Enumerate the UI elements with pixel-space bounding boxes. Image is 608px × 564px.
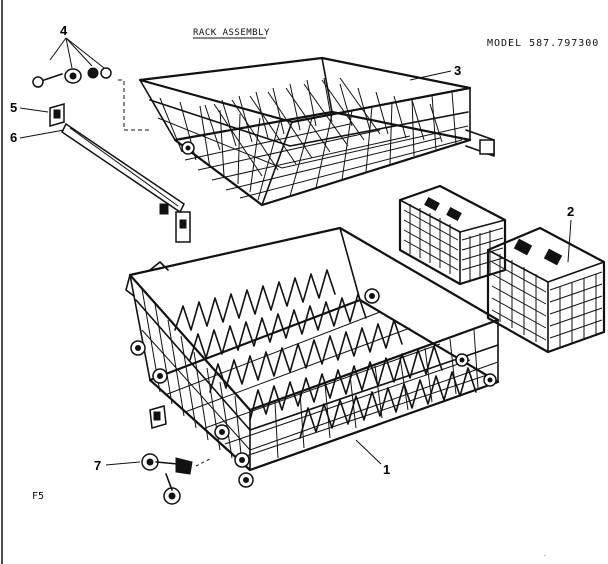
callout-7: 7: [94, 458, 141, 473]
adjuster-hardware: [32, 67, 191, 243]
svg-text:1: 1: [383, 462, 390, 477]
diagram-title: RACK ASSEMBLY: [193, 28, 270, 38]
svg-text:6: 6: [10, 130, 17, 145]
lower-rack-wheels: [130, 288, 497, 488]
callout-5: 5: [10, 100, 49, 115]
silverware-basket: [398, 184, 606, 354]
page-code: F5: [32, 491, 44, 502]
lower-rack: [125, 226, 500, 488]
callout-4: 4: [49, 23, 105, 69]
wheel-assembly: [141, 405, 213, 505]
svg-text:4: 4: [60, 23, 68, 38]
model-number: MODEL 587.797300: [487, 38, 599, 49]
svg-text:5: 5: [10, 100, 17, 115]
callout-2: 2: [567, 204, 574, 263]
callout-6: 6: [10, 129, 65, 145]
svg-text:2: 2: [567, 204, 574, 219]
callout-3: 3: [409, 63, 461, 81]
svg-text:7: 7: [94, 458, 101, 473]
corner-mark: ·: [544, 553, 546, 560]
svg-text:3: 3: [454, 63, 461, 78]
upper-rack: [138, 56, 495, 207]
callout-1: 1: [355, 439, 390, 477]
